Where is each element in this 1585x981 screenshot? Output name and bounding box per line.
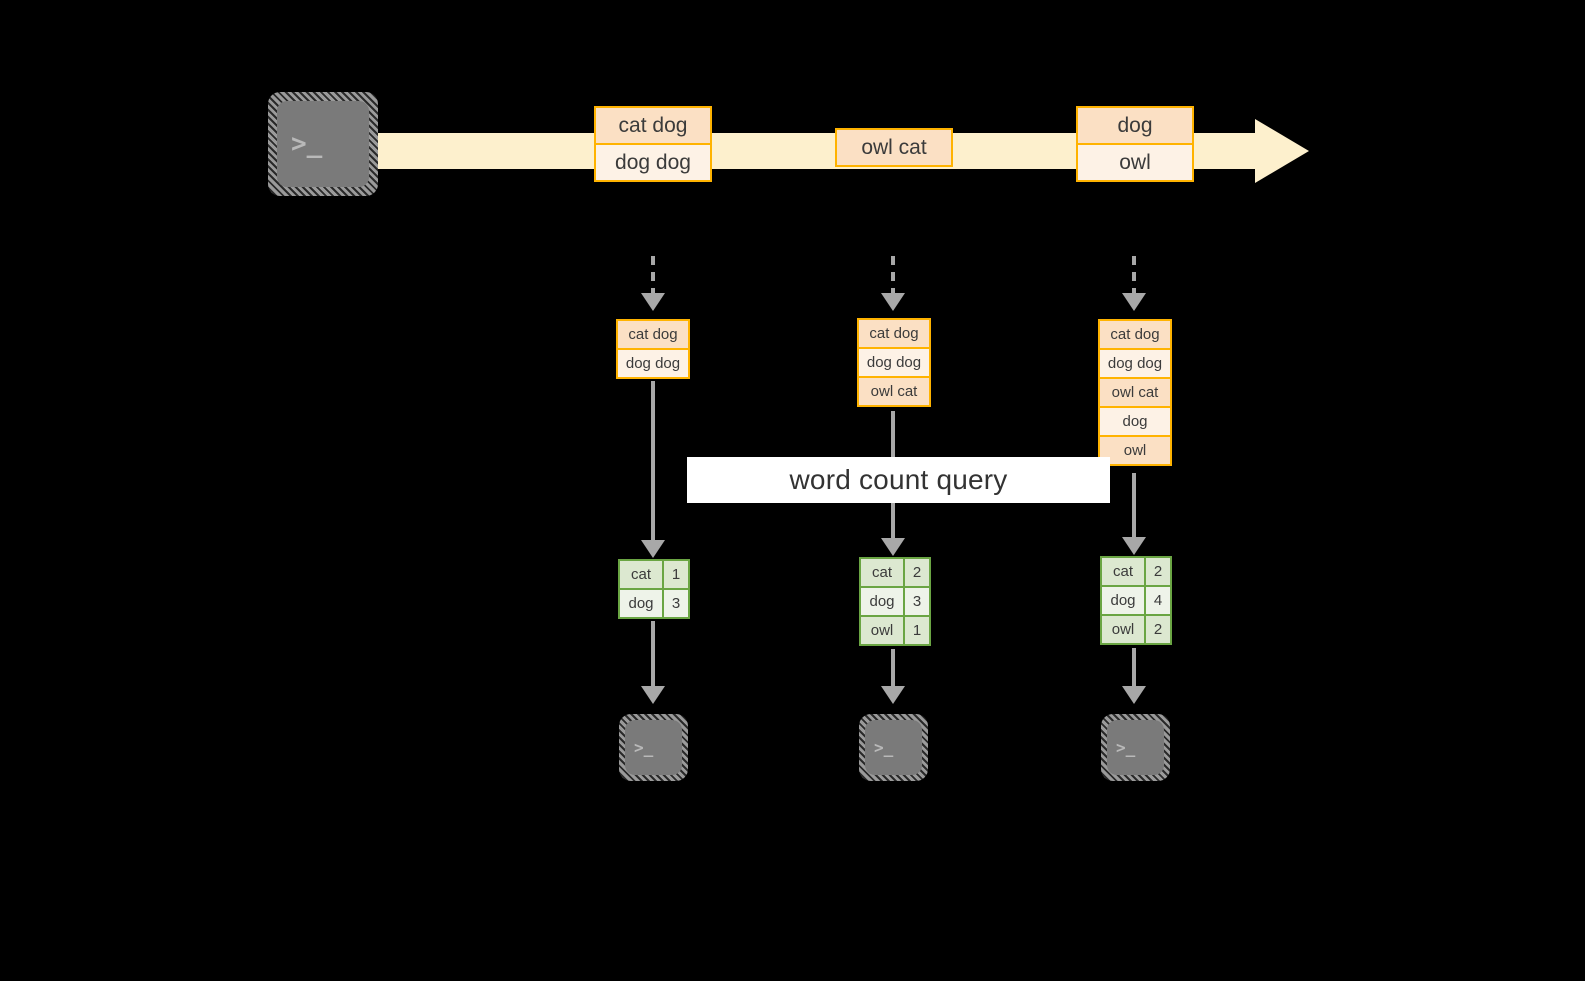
source-terminal-icon: >_ bbox=[268, 92, 378, 196]
stream-record: dog dog bbox=[594, 143, 712, 182]
source-terminal-glyph: >_ bbox=[291, 129, 323, 159]
sink-terminal-body: >_ bbox=[625, 720, 682, 775]
snapshot-1-query-line bbox=[651, 381, 655, 546]
snapshot-3-tap-arrowhead bbox=[1122, 293, 1146, 311]
snapshot-2-tap-arrowhead bbox=[881, 293, 905, 311]
table-row: cat 2 bbox=[859, 557, 931, 588]
result-count: 4 bbox=[1144, 585, 1172, 616]
snapshot-2-sink-line bbox=[891, 649, 895, 691]
snapshot-2-query-arrowhead bbox=[881, 538, 905, 556]
result-word: owl bbox=[859, 615, 905, 646]
result-word: dog bbox=[1100, 585, 1146, 616]
table-row: owl 2 bbox=[1100, 614, 1172, 645]
table-row: cat 2 bbox=[1100, 556, 1172, 587]
snapshot-record: cat dog bbox=[857, 318, 931, 349]
table-row: dog 3 bbox=[859, 586, 931, 617]
result-count: 2 bbox=[1144, 614, 1172, 645]
snapshot-2-result-table: cat 2 dog 3 owl 1 bbox=[859, 557, 931, 646]
snapshot-record: dog dog bbox=[1098, 348, 1172, 379]
result-word: cat bbox=[859, 557, 905, 588]
table-row: cat 1 bbox=[618, 559, 690, 590]
snapshot-2-tap-line bbox=[891, 256, 895, 298]
snapshot-3-sink-arrowhead bbox=[1122, 686, 1146, 704]
snapshot-record: cat dog bbox=[616, 319, 690, 350]
result-count: 1 bbox=[662, 559, 690, 590]
snapshot-record: dog dog bbox=[616, 348, 690, 379]
snapshot-record: cat dog bbox=[1098, 319, 1172, 350]
query-banner-label: word count query bbox=[789, 464, 1008, 495]
stream-group-2: owl cat bbox=[835, 128, 953, 167]
source-terminal-body: >_ bbox=[277, 101, 369, 187]
snapshot-record: owl cat bbox=[1098, 377, 1172, 408]
snapshot-record: owl bbox=[1098, 435, 1172, 466]
result-word: owl bbox=[1100, 614, 1146, 645]
result-count: 3 bbox=[662, 588, 690, 619]
snapshot-3-records: cat dog dog dog owl cat dog owl bbox=[1098, 319, 1172, 466]
snapshot-3-result-table: cat 2 dog 4 owl 2 bbox=[1100, 556, 1172, 645]
stream-record: owl bbox=[1076, 143, 1194, 182]
snapshot-1-tap-arrowhead bbox=[641, 293, 665, 311]
sink-terminal-body: >_ bbox=[1107, 720, 1164, 775]
stream-group-1: cat dog dog dog bbox=[594, 106, 712, 182]
sink-terminal-glyph: >_ bbox=[634, 737, 654, 757]
snapshot-3-sink-terminal-icon: >_ bbox=[1101, 714, 1170, 781]
stream-record: owl cat bbox=[835, 128, 953, 167]
sink-terminal-glyph: >_ bbox=[1116, 737, 1136, 757]
table-row: owl 1 bbox=[859, 615, 931, 646]
result-count: 1 bbox=[903, 615, 931, 646]
snapshot-record: dog dog bbox=[857, 347, 931, 378]
snapshot-record: dog bbox=[1098, 406, 1172, 437]
snapshot-1-query-arrowhead bbox=[641, 540, 665, 558]
snapshot-1-tap-line bbox=[651, 256, 655, 298]
stream-record: dog bbox=[1076, 106, 1194, 145]
table-row: dog 4 bbox=[1100, 585, 1172, 616]
snapshot-3-query-arrowhead bbox=[1122, 537, 1146, 555]
table-row: dog 3 bbox=[618, 588, 690, 619]
sink-terminal-glyph: >_ bbox=[874, 737, 894, 757]
snapshot-1-records: cat dog dog dog bbox=[616, 319, 690, 379]
snapshot-3-tap-line bbox=[1132, 256, 1136, 298]
result-word: dog bbox=[859, 586, 905, 617]
query-banner: word count query bbox=[687, 457, 1110, 503]
stream-group-3: dog owl bbox=[1076, 106, 1194, 182]
snapshot-1-sink-arrowhead bbox=[641, 686, 665, 704]
snapshot-2-sink-terminal-icon: >_ bbox=[859, 714, 928, 781]
result-count: 3 bbox=[903, 586, 931, 617]
snapshot-3-sink-line bbox=[1132, 648, 1136, 691]
result-word: dog bbox=[618, 588, 664, 619]
stream-record: cat dog bbox=[594, 106, 712, 145]
result-word: cat bbox=[1100, 556, 1146, 587]
result-count: 2 bbox=[1144, 556, 1172, 587]
stream-arrowhead bbox=[1255, 119, 1309, 183]
snapshot-2-records: cat dog dog dog owl cat bbox=[857, 318, 931, 407]
snapshot-record: owl cat bbox=[857, 376, 931, 407]
sink-terminal-body: >_ bbox=[865, 720, 922, 775]
snapshot-1-sink-line bbox=[651, 621, 655, 691]
snapshot-1-result-table: cat 1 dog 3 bbox=[618, 559, 690, 619]
snapshot-3-query-line bbox=[1132, 473, 1136, 545]
result-word: cat bbox=[618, 559, 664, 590]
snapshot-1-sink-terminal-icon: >_ bbox=[619, 714, 688, 781]
snapshot-2-sink-arrowhead bbox=[881, 686, 905, 704]
result-count: 2 bbox=[903, 557, 931, 588]
